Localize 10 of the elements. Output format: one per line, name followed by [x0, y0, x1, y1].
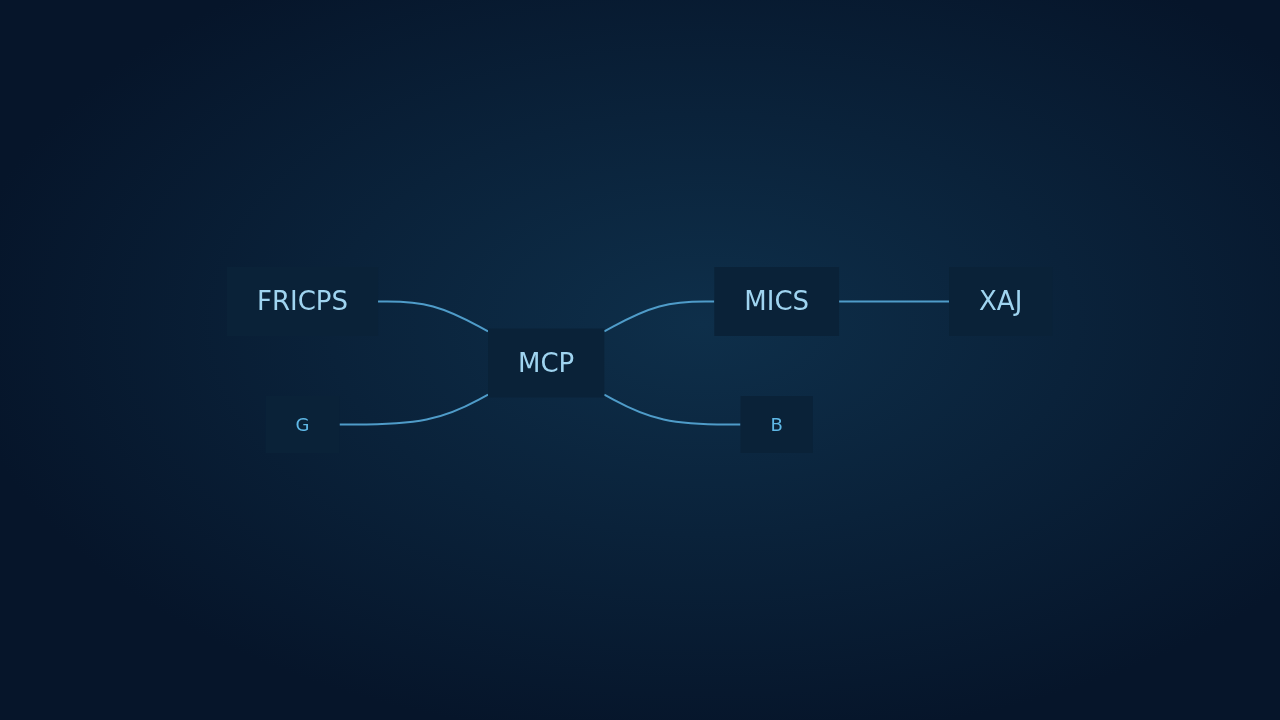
node-text: FRICPS — [257, 286, 349, 316]
node-box: MICS — [714, 267, 840, 336]
connector — [338, 393, 490, 426]
connector — [377, 300, 490, 333]
node-box: B — [740, 396, 814, 453]
connector — [838, 300, 951, 303]
node-text: G — [295, 414, 310, 435]
node-box: MCP — [488, 328, 605, 398]
connector — [603, 393, 742, 426]
connector — [603, 300, 716, 333]
